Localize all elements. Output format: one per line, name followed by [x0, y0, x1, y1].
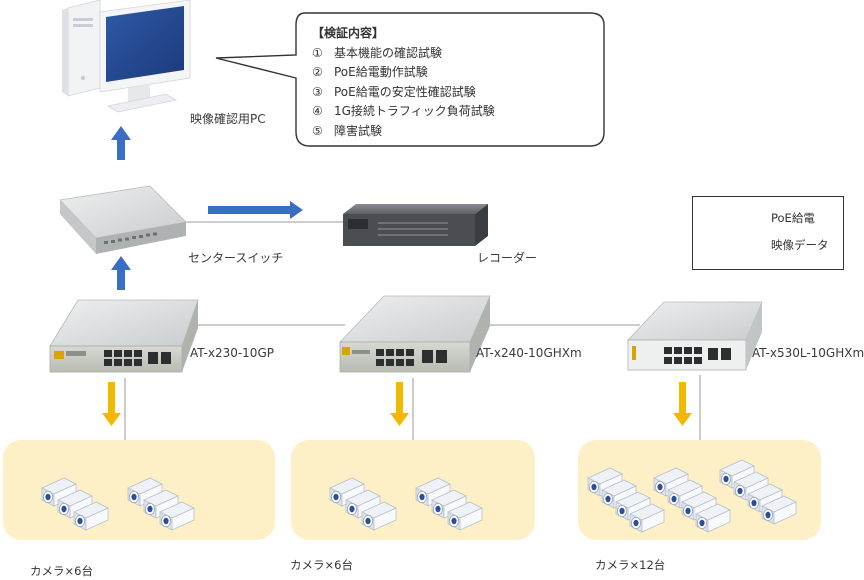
switch-x530l-icon [627, 301, 763, 371]
camera-group-2-label: カメラ×6台 [290, 558, 353, 572]
switch-x240-label: AT-x240-10GHXm [476, 346, 582, 360]
switch-x240-icon [339, 295, 491, 373]
switch-x230-label: AT-x230-10GP [190, 346, 274, 360]
camera-group-3-icons [587, 459, 797, 533]
verification-title: 【検証内容】 [312, 26, 385, 40]
pc-icon [62, 0, 191, 113]
legend: PoE給電 映像データ [692, 196, 844, 270]
legend-video-label: 映像データ [771, 238, 829, 252]
camera-group-3-label: カメラ×12台 [595, 558, 666, 572]
center-switch-icon [59, 185, 187, 254]
pc-label: 映像確認用PC [190, 112, 266, 126]
camera-group-1-icons [41, 477, 195, 531]
link-lines [124, 221, 701, 440]
legend-poe-label: PoE給電 [771, 211, 815, 225]
center-switch-label: センタースイッチ [188, 251, 284, 265]
camera-group-1-label: カメラ×6台 [30, 564, 93, 578]
switch-x530l-label: AT-x530L-10GHXm [752, 346, 864, 360]
camera-group-2-icons [329, 477, 483, 531]
speech-bubble [215, 12, 605, 147]
recorder-icon [343, 204, 488, 246]
switch-x230-icon [49, 299, 199, 373]
recorder-label: レコーダー [477, 251, 538, 265]
